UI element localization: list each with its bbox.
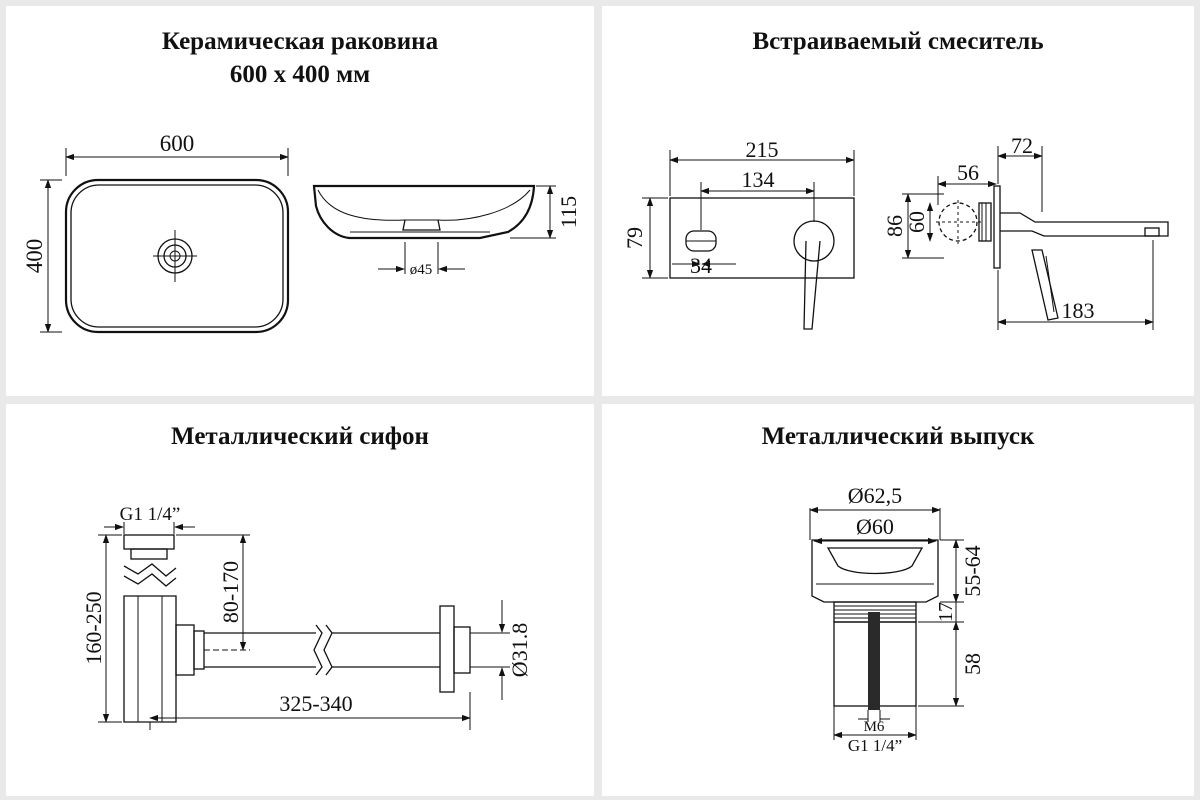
drain-title: Металлический выпуск [761,423,1035,450]
siphon-panel: Металлический сифон [6,404,594,796]
sink-panel: Керамическая раковина 600 x 400 мм [6,6,594,396]
drain-panel: Металлический выпуск [602,404,1194,796]
sink-title: Керамическая раковина [161,28,439,55]
sink-subtitle: 600 x 400 мм [229,61,371,88]
mixer-panel: Встраиваемый смеситель [602,6,1194,396]
siphon-title: Металлический сифон [171,423,429,450]
mixer-title: Встраиваемый смеситель [752,28,1044,55]
